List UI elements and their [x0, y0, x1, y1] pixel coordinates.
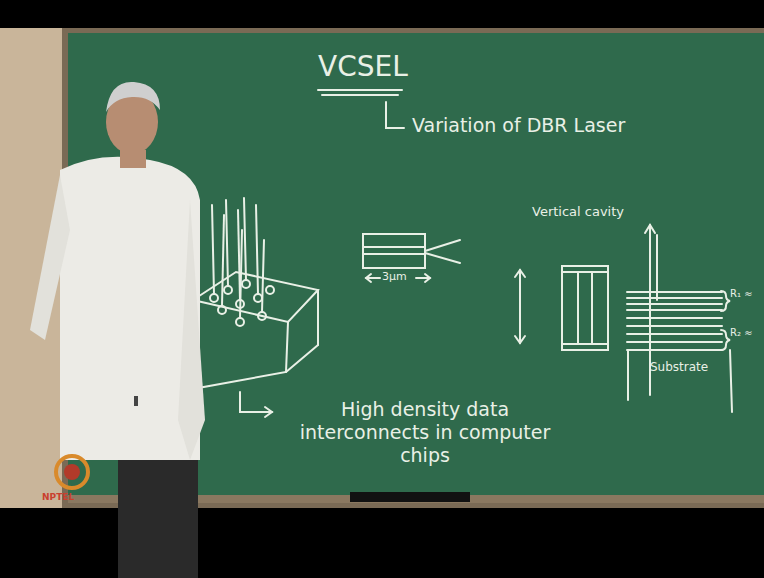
- reflectivity-label: R₂ ≈: [730, 327, 753, 339]
- title-word: VCSEL: [318, 50, 408, 84]
- subtitle-note: Variation of DBR Laser: [412, 114, 625, 137]
- wall: [0, 28, 764, 508]
- logo-text: NPTEL: [42, 492, 74, 503]
- hair: [106, 82, 160, 112]
- arm: [30, 175, 70, 340]
- logo-core: [64, 464, 80, 480]
- cavity-label: Vertical cavity: [532, 204, 624, 220]
- logo-ring: [56, 456, 88, 488]
- board-clip: [350, 492, 470, 502]
- reflectivity-label: R₁ ≈: [730, 288, 753, 300]
- substrate-label: Substrate: [632, 360, 726, 374]
- dimension-label: 3μm: [382, 270, 407, 283]
- substrate-block: Substrate: [632, 356, 726, 378]
- application-note: High density data interconnects in compu…: [275, 398, 575, 466]
- nptel-logo: [56, 456, 88, 488]
- trousers: [118, 440, 198, 578]
- lecturer: [30, 82, 205, 578]
- neck: [120, 150, 146, 168]
- microphone: [134, 396, 138, 406]
- arm: [178, 200, 205, 460]
- chalk-drawing: [193, 90, 732, 417]
